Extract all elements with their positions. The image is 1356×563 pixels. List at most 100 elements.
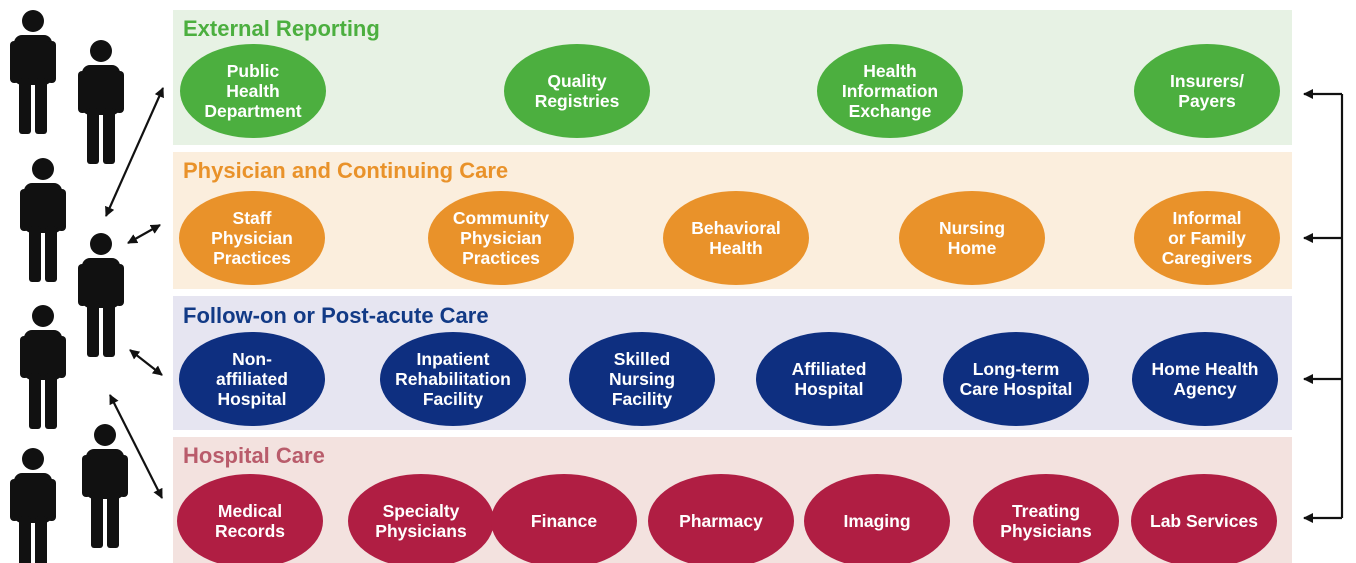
node-label-line: Inpatient (417, 349, 490, 369)
node-ellipse (663, 191, 809, 285)
node-label-line: Non- (232, 349, 272, 369)
node-ellipse (428, 191, 574, 285)
arrow-people-physician-care (127, 224, 161, 244)
node-label-line: Hospital (217, 389, 286, 409)
node-label-line: Nursing (939, 218, 1005, 238)
node-ellipse (899, 191, 1045, 285)
node-label-line: Payers (1178, 91, 1236, 111)
node-label-line: Facility (423, 389, 484, 409)
bands-layer: External ReportingPublicHealthDepartment… (173, 10, 1292, 563)
node-label-line: Specialty (383, 501, 460, 521)
node-label-line: Exchange (849, 101, 932, 121)
arrow-people-hospital-care (109, 394, 163, 499)
band-title: External Reporting (183, 16, 380, 41)
node-pharmacy: Pharmacy (648, 474, 794, 563)
node-label-line: Hospital (794, 379, 863, 399)
node-label-line: Home (948, 238, 997, 258)
node-ellipse (1132, 332, 1278, 426)
node-label-line: Nursing (609, 369, 675, 389)
node-label-line: Agency (1173, 379, 1236, 399)
node-ellipse (973, 474, 1119, 563)
band-follow-on-post-acute-care: Follow-on or Post-acute CareNon-affiliat… (173, 296, 1292, 430)
node-label-line: Public (227, 61, 280, 81)
node-label-line: Lab Services (1150, 511, 1258, 531)
band-title: Hospital Care (183, 443, 325, 468)
person-icon (20, 305, 66, 429)
node-label-line: Practices (213, 248, 291, 268)
person-icon (78, 40, 124, 164)
node-label-line: Records (215, 521, 285, 541)
node-label-line: Behavioral (691, 218, 780, 238)
node-label-line: Medical (218, 501, 282, 521)
arrow-people-external-reporting (104, 87, 165, 217)
node-label-line: Informal (1172, 208, 1241, 228)
node-label-line: Long-term (973, 359, 1060, 379)
node-label-line: Home Health (1152, 359, 1259, 379)
node-label-line: Health (709, 238, 762, 258)
node-label-line: Community (453, 208, 550, 228)
person-icon (20, 158, 66, 282)
node-ellipse (348, 474, 494, 563)
node-lab-services: Lab Services (1131, 474, 1277, 563)
people-group (10, 10, 128, 563)
node-label-line: Staff (233, 208, 272, 228)
node-ellipse (1131, 474, 1277, 563)
node-ellipse (177, 474, 323, 563)
band-title: Follow-on or Post-acute Care (183, 303, 489, 328)
person-icon (10, 10, 56, 134)
node-label-line: Rehabilitation (395, 369, 511, 389)
node-imaging: Imaging (804, 474, 950, 563)
node-label-line: affiliated (216, 369, 288, 389)
node-finance: Finance (491, 474, 637, 563)
band-hospital-care: Hospital CareMedicalRecordsSpecialtyPhys… (173, 437, 1292, 563)
node-label-line: Affiliated (792, 359, 867, 379)
node-ellipse (648, 474, 794, 563)
node-ellipse (504, 44, 650, 138)
person-icon (10, 448, 56, 563)
node-label-line: or Family (1168, 228, 1246, 248)
arrow-people-post-acute-care (129, 349, 163, 376)
band-title: Physician and Continuing Care (183, 158, 508, 183)
node-label-line: Finance (531, 511, 597, 531)
node-ellipse (179, 191, 325, 285)
node-ellipse (380, 332, 526, 426)
person-icon (78, 233, 124, 357)
node-label-line: Physician (211, 228, 293, 248)
node-label-line: Registries (535, 91, 620, 111)
node-ellipse (1134, 191, 1280, 285)
band-physician-continuing-care: Physician and Continuing CareStaffPhysic… (173, 152, 1292, 289)
node-label-line: Health (226, 81, 279, 101)
node-label-line: Health (863, 61, 916, 81)
node-label-line: Physicians (1000, 521, 1092, 541)
node-ellipse (180, 44, 326, 138)
band-background (173, 10, 1292, 145)
node-label-line: Quality (547, 71, 607, 91)
node-label-line: Caregivers (1162, 248, 1253, 268)
node-label-line: Information (842, 81, 938, 101)
node-label-line: Physicians (375, 521, 467, 541)
node-ellipse (756, 332, 902, 426)
node-label-line: Insurers/ (1170, 71, 1244, 91)
node-label-line: Care Hospital (960, 379, 1073, 399)
node-label-line: Physician (460, 228, 542, 248)
node-label-line: Skilled (614, 349, 670, 369)
node-ellipse (943, 332, 1089, 426)
node-ellipse (1134, 44, 1280, 138)
